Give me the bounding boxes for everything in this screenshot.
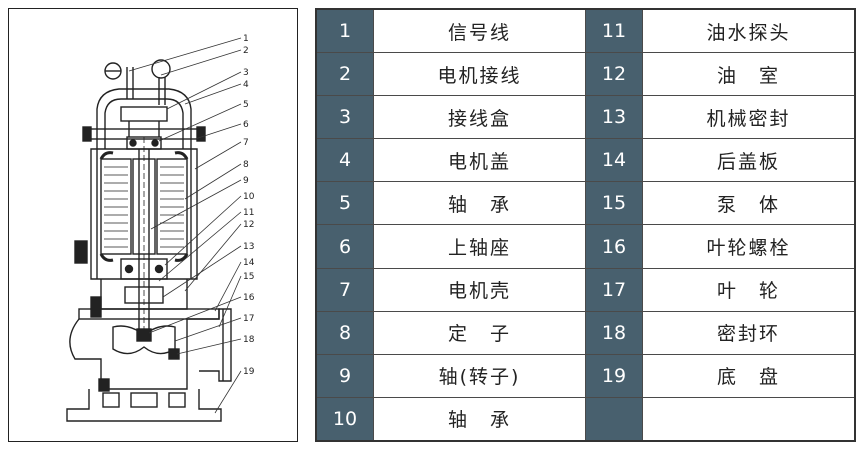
leader-number-11: 11 — [243, 208, 254, 218]
leader-number-2: 2 — [243, 46, 249, 56]
junction-box — [120, 106, 168, 122]
part-number: 6 — [315, 224, 374, 269]
part-name: 电机接线 — [373, 52, 586, 97]
leader-number-12: 12 — [243, 220, 254, 230]
part-name: 油 室 — [642, 52, 856, 97]
leader-number-15: 15 — [243, 272, 254, 282]
part-number: 1 — [315, 8, 374, 54]
part-number: 2 — [315, 52, 374, 97]
part-name: 机械密封 — [642, 95, 856, 140]
discharge-outlet — [187, 308, 232, 382]
seal-ring — [168, 348, 180, 360]
part-number: 8 — [315, 310, 374, 355]
part-number: 3 — [315, 95, 374, 140]
part-number: 13 — [585, 95, 643, 140]
part-name: 泵 体 — [642, 181, 856, 226]
leader-number-18: 18 — [243, 335, 255, 345]
part-name: 叶 轮 — [642, 267, 856, 312]
leader-number-19: 19 — [243, 367, 255, 377]
part-number — [585, 396, 643, 442]
part-name: 轴 承 — [373, 181, 586, 226]
leader-number-1: 1 — [243, 34, 249, 44]
mechanical-seal — [124, 286, 164, 304]
lifting-ring-right — [151, 59, 171, 79]
part-name: 油水探头 — [642, 8, 856, 54]
part-name: 电机壳 — [373, 267, 586, 312]
leader-number-17: 17 — [243, 314, 254, 324]
lower-bearing-seat — [120, 258, 168, 280]
stator-left — [100, 158, 132, 255]
leader-number-4: 4 — [243, 80, 249, 90]
part-number: 9 — [315, 353, 374, 398]
part-number: 10 — [315, 396, 374, 442]
part-name: 定 子 — [373, 310, 586, 355]
leader-lines — [128, 37, 242, 414]
base-plate — [66, 389, 222, 422]
part-number: 12 — [585, 52, 643, 97]
leader-number-6: 6 — [243, 120, 249, 130]
part-name: 底 盘 — [642, 353, 856, 398]
part-number: 17 — [585, 267, 643, 312]
part-name: 上轴座 — [373, 224, 586, 269]
leader-number-3: 3 — [243, 68, 249, 78]
part-number: 11 — [585, 8, 643, 54]
part-name: 电机盖 — [373, 138, 586, 183]
stator-right — [156, 158, 188, 255]
part-number: 16 — [585, 224, 643, 269]
part-name — [642, 396, 856, 442]
leader-number-13: 13 — [243, 242, 254, 252]
part-name: 信号线 — [373, 8, 586, 54]
part-number: 5 — [315, 181, 374, 226]
leader-number-9: 9 — [243, 176, 249, 186]
part-name: 后盖板 — [642, 138, 856, 183]
part-number: 19 — [585, 353, 643, 398]
part-name: 接线盒 — [373, 95, 586, 140]
leader-number-7: 7 — [243, 138, 249, 148]
part-number: 15 — [585, 181, 643, 226]
part-number: 14 — [585, 138, 643, 183]
impeller-bolt — [136, 328, 152, 342]
part-number: 7 — [315, 267, 374, 312]
motor-cover — [96, 88, 192, 149]
part-name: 轴 承 — [373, 396, 586, 442]
leader-number-8: 8 — [243, 160, 249, 170]
part-name: 叶轮螺栓 — [642, 224, 856, 269]
leader-number-5: 5 — [243, 100, 249, 110]
part-number: 18 — [585, 310, 643, 355]
part-number: 4 — [315, 138, 374, 183]
part-name: 轴(转子) — [373, 353, 586, 398]
leader-number-10: 10 — [243, 192, 255, 202]
part-name: 密封环 — [642, 310, 856, 355]
leader-number-16: 16 — [243, 293, 255, 303]
motor-housing — [90, 148, 198, 280]
leader-number-14: 14 — [243, 258, 255, 268]
pump-outline — [66, 59, 232, 422]
